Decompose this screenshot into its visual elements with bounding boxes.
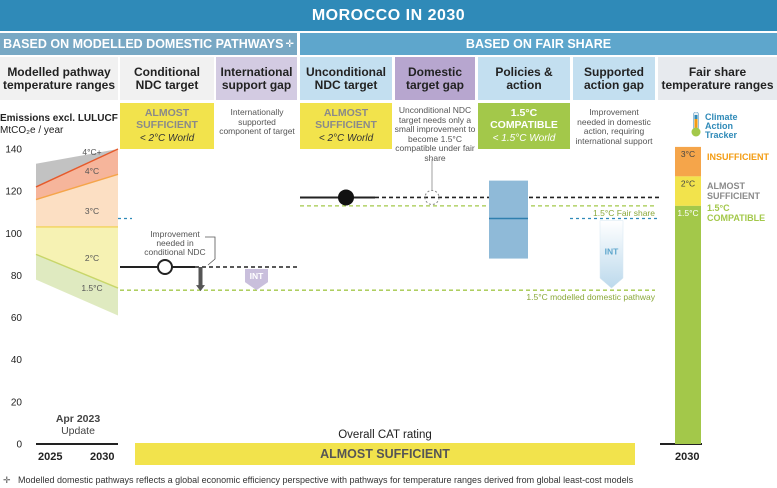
supported-gap-arrow-label: INT (605, 247, 620, 257)
supported-gap-arrow (599, 220, 624, 289)
section-footnote-mark: ✛ (285, 38, 294, 50)
fair-share-year: 2030 (675, 451, 700, 463)
cat-logo: Climate Action Tracker (690, 110, 774, 142)
unconditional-rating: ALMOST SUFFICIENT < 2°C World (300, 103, 392, 149)
y-tick-100: 100 (5, 229, 22, 240)
supported-gap-note: Improvement needed in domestic action, r… (575, 107, 653, 146)
fair-share-rating-0-0: INSUFFICIENT (707, 152, 770, 162)
col-fair-share-header: Fair share temperature ranges (658, 57, 777, 100)
footnote-mark: ✛ (3, 475, 11, 485)
section-modelled-label: BASED ON MODELLED DOMESTIC PATHWAYS (3, 37, 284, 51)
logo-line-1: Climate (705, 112, 738, 122)
modelled-boundary-2 (35, 173, 119, 201)
fair-share-band-temp-0: 3°C (681, 149, 695, 159)
unconditional-rating-sub: < 2°C World (318, 133, 374, 144)
conditional-ndc-marker (157, 259, 173, 275)
int-support-arrow-label: INT (250, 271, 265, 281)
col-domestic-gap-header: Domestic target gap (395, 57, 475, 100)
int-support-arrow (245, 269, 268, 291)
unconditional-ndc-marker (338, 189, 354, 206)
col-modelled-header: Modelled pathway temperature ranges (0, 57, 118, 100)
modelled-band-2 (36, 174, 118, 227)
modelled-band-label-1: 4°C (85, 166, 99, 176)
policies-rating: 1.5°C COMPATIBLE < 1.5°C World (478, 103, 570, 149)
conditional-rating-sub: < 2°C World (139, 133, 195, 144)
policies-rating-sub: < 1.5°C World (492, 133, 556, 144)
overall-rating-label: Overall CAT rating (338, 429, 432, 441)
y-tick-0: 0 (16, 440, 22, 451)
thermometer-icon (691, 112, 701, 137)
y-axis-label: Emissions excl. LULUCF (0, 113, 118, 124)
fair-share-rating-2-1: COMPATIBLE (707, 213, 765, 223)
modelled-band-1 (36, 149, 118, 200)
col-unconditional-header: Unconditional NDC target (300, 57, 392, 100)
y-axis-unit: MtCO₂e / year (0, 125, 64, 136)
logo-line-2: Action (705, 121, 733, 131)
col-policies-header: Policies & action (478, 57, 570, 100)
fair-share-band-1 (675, 176, 701, 206)
modelled-boundary-4 (35, 253, 119, 289)
improvement-label-1: needed in (156, 238, 194, 248)
policies-rating-label: 1.5°C COMPATIBLE (490, 107, 558, 131)
policies-range-box (489, 180, 528, 259)
modelled-band-3 (36, 226, 118, 289)
y-tick-120: 120 (5, 187, 22, 198)
domestic-pathway-label: 1.5°C modelled domestic pathway (526, 292, 655, 302)
improvement-arrow-head (196, 285, 205, 292)
conditional-rating-label: ALMOST SUFFICIENT (136, 107, 198, 131)
domestic-gap-note: Unconditional NDC target needs only a sm… (394, 105, 476, 163)
fair-share-band-temp-1: 2°C (681, 178, 695, 188)
fair-share-rating-1-1: SUFFICIENT (707, 191, 761, 201)
col-conditional-header: Conditional NDC target (120, 57, 214, 100)
y-tick-20: 20 (11, 397, 23, 408)
x-tick-2025: 2025 (38, 451, 63, 463)
overall-rating-bar: ALMOST SUFFICIENT (135, 443, 635, 465)
x-tick-2030: 2030 (90, 451, 115, 463)
y-tick-40: 40 (11, 355, 23, 366)
fair-share-rating-1-0: ALMOST (707, 181, 745, 191)
improvement-arrow-shaft (198, 267, 203, 287)
modelled-boundary-1 (35, 148, 119, 188)
update-date: Apr 2023 (55, 413, 101, 425)
modelled-band-label-0: 4°C+ (82, 147, 101, 157)
fair-share-band-2 (675, 205, 701, 444)
improvement-label-2: conditional NDC (144, 247, 205, 257)
modelled-band-label-2: 3°C (85, 206, 99, 216)
modelled-band-label-4: 1.5°C (81, 283, 102, 293)
section-fair-share: BASED ON FAIR SHARE (300, 33, 777, 55)
int-support-note: Internationally supported component of t… (219, 107, 295, 136)
section-modelled-pathways: BASED ON MODELLED DOMESTIC PATHWAYS✛ (0, 33, 297, 55)
page-title: MOROCCO IN 2030 (0, 0, 777, 31)
y-tick-140: 140 (5, 145, 22, 156)
unconditional-rating-label: ALMOST SUFFICIENT (315, 107, 377, 131)
modelled-band-label-3: 2°C (85, 253, 99, 263)
fair-share-1-5-label: 1.5°C Fair share (593, 208, 655, 218)
y-tick-60: 60 (11, 313, 23, 324)
y-tick-80: 80 (11, 271, 23, 282)
fair-share-band-temp-2: 1.5°C (677, 208, 698, 218)
fair-share-band-0 (675, 146, 701, 177)
fair-share-rating-2-0: 1.5°C (707, 203, 730, 213)
col-supported-gap-header: Supported action gap (573, 57, 655, 100)
update-label: Update (61, 425, 95, 437)
footnote: Modelled domestic pathways reflects a gl… (18, 475, 634, 485)
improvement-label-0: Improvement (150, 229, 200, 239)
improvement-bracket (205, 236, 216, 266)
logo-line-3: Tracker (705, 130, 738, 140)
col-int-support-header: International support gap (216, 57, 297, 100)
conditional-rating: ALMOST SUFFICIENT < 2°C World (120, 103, 214, 149)
modelled-band-4 (36, 254, 118, 316)
